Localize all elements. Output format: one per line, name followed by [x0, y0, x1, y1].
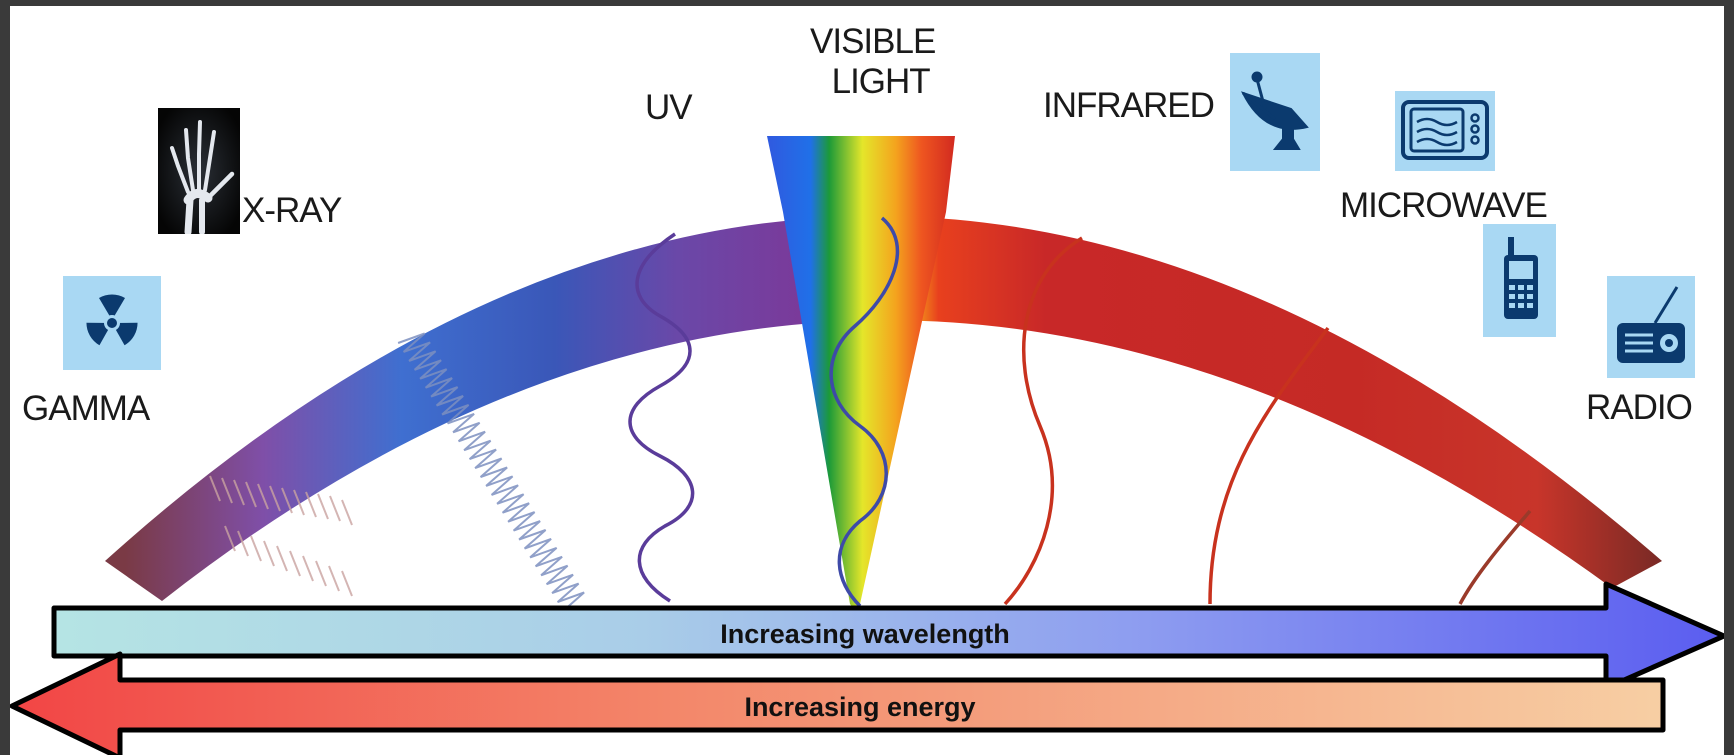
radio-wave: [1458, 509, 1532, 605]
visible-label: VISIBLE LIGHT: [810, 22, 936, 102]
wavelength-arrow-label: Increasing wavelength: [720, 619, 1010, 649]
visible-light-beam: [767, 136, 955, 608]
uv-wave: [628, 232, 695, 603]
wavelength-arrow: [51, 581, 1724, 691]
satellite-dish-icon: [1230, 53, 1320, 171]
radio-label: RADIO: [1586, 388, 1693, 427]
gamma-label: GAMMA: [22, 389, 150, 428]
spectrum-arc: [105, 216, 1662, 601]
xray-label: X-RAY: [242, 191, 342, 230]
spectrum-svg: Increasing wavelength Increasing energy: [10, 136, 1724, 755]
infrared-wave: [1003, 236, 1083, 606]
visible-wave: [829, 216, 900, 608]
energy-arrow-label: Increasing energy: [744, 692, 975, 722]
gamma-wave: [209, 475, 353, 597]
xray-hand-icon: [158, 108, 240, 234]
spectrum-diagram: Increasing wavelength Increasing energy …: [10, 6, 1724, 755]
radiation-icon: [63, 276, 161, 370]
microwave-oven-icon: [1395, 91, 1495, 171]
radio-icon: [1607, 276, 1695, 378]
visible-label-line2: LIGHT: [831, 62, 931, 101]
cell-phone-icon: [1483, 224, 1556, 337]
microwave-wave: [1208, 326, 1330, 605]
xray-wave: [397, 332, 585, 612]
energy-arrow: [10, 651, 1666, 755]
infrared-label: INFRARED: [1043, 86, 1215, 125]
microwave-label: MICROWAVE: [1340, 186, 1548, 225]
uv-label: UV: [645, 88, 693, 127]
visible-label-line1: VISIBLE: [810, 22, 936, 61]
